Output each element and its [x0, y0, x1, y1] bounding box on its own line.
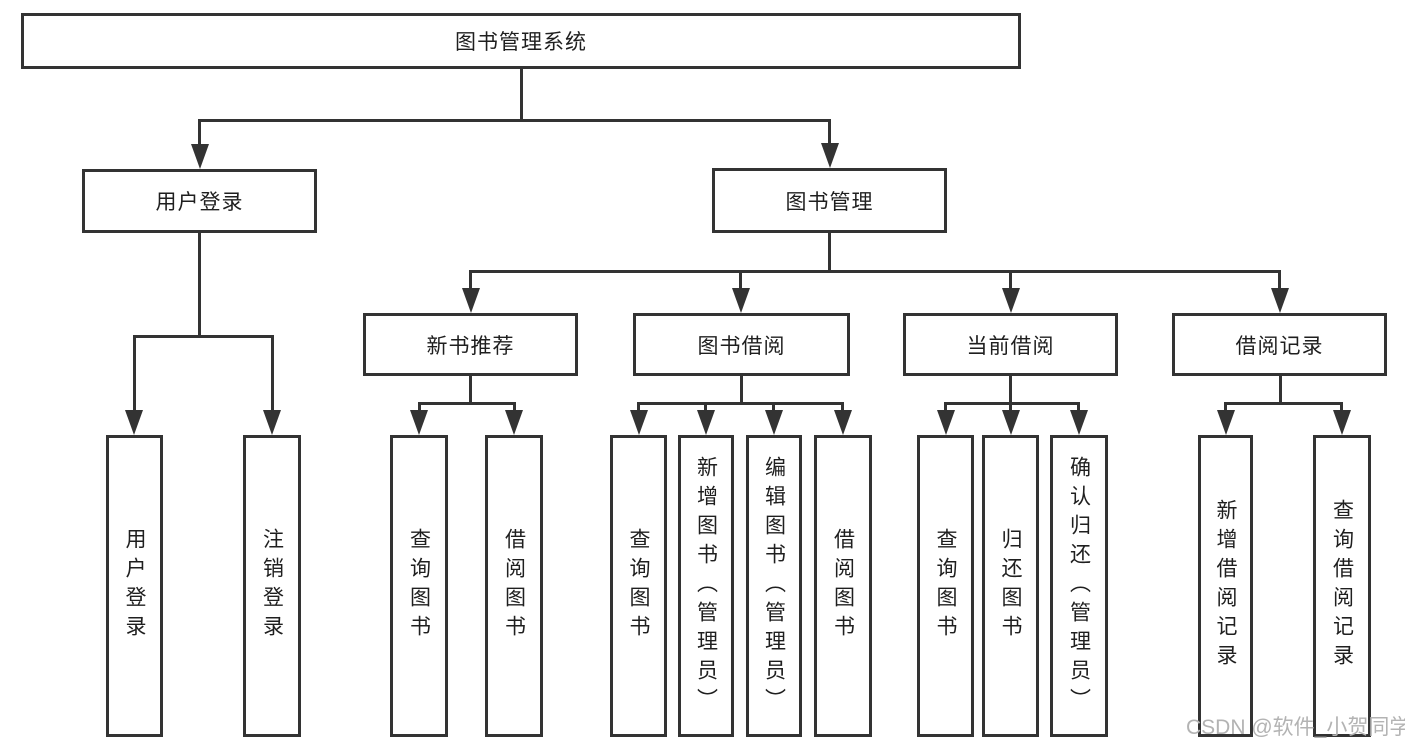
node-root-label: 图书管理系统 [455, 31, 587, 54]
connector-vline [1278, 270, 1281, 289]
arrow-down-icon [1333, 410, 1351, 435]
node-new-book-recommend: 新书推荐 [363, 313, 578, 376]
arrow-down-icon [834, 410, 852, 435]
arrow-down-icon [410, 410, 428, 435]
connector-hline [418, 402, 515, 405]
node-current-borrow-label: 当前借阅 [966, 334, 1055, 358]
leaf-query-books-borrow: 查询图书 [610, 435, 667, 737]
node-book-borrow: 图书借阅 [633, 313, 850, 376]
leaf-user-login-label: 用户登录 [123, 528, 146, 644]
connector-vline [271, 335, 274, 411]
arrow-down-icon [697, 410, 715, 435]
leaf-add-borrow-record: 新增借阅记录 [1198, 435, 1253, 737]
node-root: 图书管理系统 [21, 13, 1021, 69]
arrow-down-icon [505, 410, 523, 435]
leaf-add-books-admin: 新增图书（管理员） [678, 435, 734, 737]
connector-vline [637, 402, 640, 411]
leaf-borrow-books: 借阅图书 [814, 435, 872, 737]
leaf-logout-label: 注销登录 [260, 528, 284, 644]
connector-hline [1224, 402, 1343, 405]
node-book-management: 图书管理 [712, 168, 947, 233]
leaf-confirm-return-admin: 确认归还（管理员） [1050, 435, 1108, 737]
leaf-edit-books-admin-label: 编辑图书（管理员） [762, 455, 786, 717]
leaf-query-books-current: 查询图书 [917, 435, 974, 737]
leaf-borrow-books-recommend: 借阅图书 [485, 435, 543, 737]
leaf-return-books: 归还图书 [982, 435, 1039, 737]
node-borrow-records-label: 借阅记录 [1235, 334, 1324, 358]
connector-hline [133, 335, 274, 338]
connector-vline [1340, 402, 1343, 411]
arrow-down-icon [732, 288, 750, 313]
arrow-down-icon [1002, 410, 1020, 435]
connector-vline [198, 233, 201, 337]
connector-vline [1009, 270, 1012, 289]
node-borrow-records: 借阅记录 [1172, 313, 1387, 376]
connector-vline [1077, 402, 1080, 411]
arrow-down-icon [937, 410, 955, 435]
connector-vline [1009, 376, 1012, 404]
arrow-down-icon [1002, 288, 1020, 313]
node-book-management-label: 图书管理 [785, 190, 874, 214]
arrow-down-icon [191, 144, 209, 169]
leaf-borrow-books-recommend-label: 借阅图书 [502, 528, 526, 644]
leaf-query-books-recommend: 查询图书 [390, 435, 448, 737]
leaf-query-books-recommend-label: 查询图书 [407, 528, 431, 644]
connector-vline [1009, 402, 1012, 411]
connector-vline [828, 119, 831, 144]
connector-vline [739, 270, 742, 289]
leaf-confirm-return-admin-label: 确认归还（管理员） [1067, 455, 1091, 717]
connector-vline [740, 376, 743, 404]
leaf-edit-books-admin: 编辑图书（管理员） [746, 435, 802, 737]
node-user-login: 用户登录 [82, 169, 317, 233]
arrow-down-icon [125, 410, 143, 435]
connector-vline [704, 402, 707, 411]
arrow-down-icon [462, 288, 480, 313]
leaf-logout: 注销登录 [243, 435, 301, 737]
connector-hline [637, 402, 843, 405]
arrow-down-icon [821, 143, 839, 168]
leaf-user-login: 用户登录 [106, 435, 163, 737]
connector-vline [1224, 402, 1227, 411]
connector-vline [133, 335, 136, 411]
arrow-down-icon [1217, 410, 1235, 435]
connector-vline [418, 402, 421, 411]
leaf-return-books-label: 归还图书 [999, 528, 1022, 644]
connector-hline [198, 119, 831, 122]
connector-vline [944, 402, 947, 411]
connector-vline [772, 402, 775, 411]
node-new-book-recommend-label: 新书推荐 [426, 334, 515, 358]
node-current-borrow: 当前借阅 [903, 313, 1118, 376]
connector-vline [469, 376, 472, 404]
leaf-borrow-books-label: 借阅图书 [831, 528, 855, 644]
connector-vline [198, 119, 201, 145]
connector-hline [469, 270, 1281, 273]
connector-hline [944, 402, 1080, 405]
arrow-down-icon [1271, 288, 1289, 313]
connector-vline [1279, 376, 1282, 404]
leaf-query-borrow-record: 查询借阅记录 [1313, 435, 1371, 737]
leaf-query-books-current-label: 查询图书 [934, 528, 957, 644]
leaf-add-books-admin-label: 新增图书（管理员） [694, 455, 718, 717]
node-user-login-label: 用户登录 [155, 191, 244, 214]
connector-vline [841, 402, 844, 411]
connector-vline [520, 69, 523, 120]
leaf-query-borrow-record-label: 查询借阅记录 [1330, 499, 1354, 673]
arrow-down-icon [263, 410, 281, 435]
arrow-down-icon [1070, 410, 1088, 435]
leaf-query-books-borrow-label: 查询图书 [627, 528, 650, 644]
connector-vline [828, 233, 831, 272]
arrow-down-icon [765, 410, 783, 435]
csdn-watermark: CSDN @软件_小贺同学 [1186, 716, 1405, 739]
node-book-borrow-label: 图书借阅 [697, 334, 786, 358]
leaf-add-borrow-record-label: 新增借阅记录 [1214, 499, 1237, 673]
arrow-down-icon [630, 410, 648, 435]
connector-vline [513, 402, 516, 411]
connector-vline [469, 270, 472, 289]
